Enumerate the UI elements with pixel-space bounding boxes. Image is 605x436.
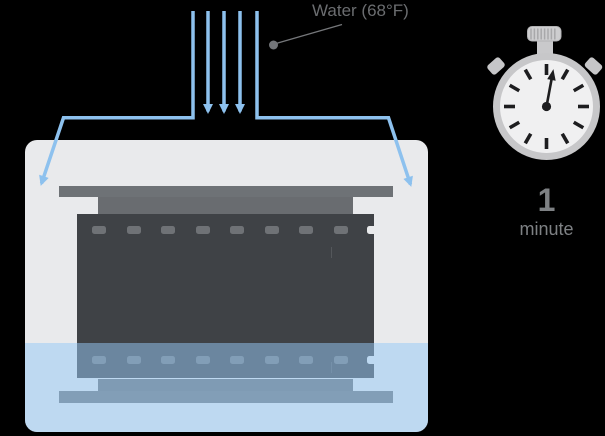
stopwatch-hand: [545, 69, 556, 107]
water-in-tank: [25, 343, 428, 432]
film-scratch-detail: [330, 247, 332, 258]
timer-value: 1: [537, 182, 556, 218]
film-hanger-bar-top-outer: [59, 186, 393, 197]
film-hanger-bar-top-inner: [98, 197, 353, 214]
stopwatch-stem: [537, 40, 553, 54]
timer-caption: 1 minute: [480, 184, 605, 240]
stopwatch-tick-marks: [504, 64, 589, 149]
stopwatch-tick: [572, 83, 585, 93]
water-temperature-label: Water (68°F): [312, 1, 409, 20]
sprocket-hole: [230, 225, 244, 234]
leader-dot-icon: [269, 40, 278, 50]
sprocket-hole: [92, 225, 106, 234]
sprocket-hole: [299, 225, 313, 234]
stopwatch-tick: [508, 83, 521, 93]
water-overflow-arrow-left: [39, 11, 195, 186]
stopwatch-tick: [560, 68, 570, 81]
sprocket-hole: [161, 225, 175, 234]
stopwatch-center-pin: [541, 101, 552, 112]
stopwatch-tick: [523, 132, 533, 145]
sprocket-hole: [264, 225, 279, 234]
stopwatch-tick: [572, 120, 585, 130]
stopwatch-tick: [508, 120, 521, 130]
stopwatch-tick: [560, 132, 570, 145]
stopwatch-side-button-left: [487, 57, 505, 75]
water-overflow-arrow-right: [255, 11, 413, 187]
stopwatch-icon: [487, 26, 603, 160]
stopwatch-tick: [523, 68, 533, 81]
sprocket-hole: [333, 225, 348, 234]
stopwatch-crown-ridges: [530, 28, 556, 40]
sprocket-hole: [195, 225, 210, 234]
sprocket-notch: [367, 225, 374, 234]
sprocket-hole: [126, 225, 141, 234]
label-leader-line: [275, 23, 343, 45]
stopwatch-side-button-right: [584, 57, 603, 75]
timer-unit: minute: [519, 219, 574, 239]
